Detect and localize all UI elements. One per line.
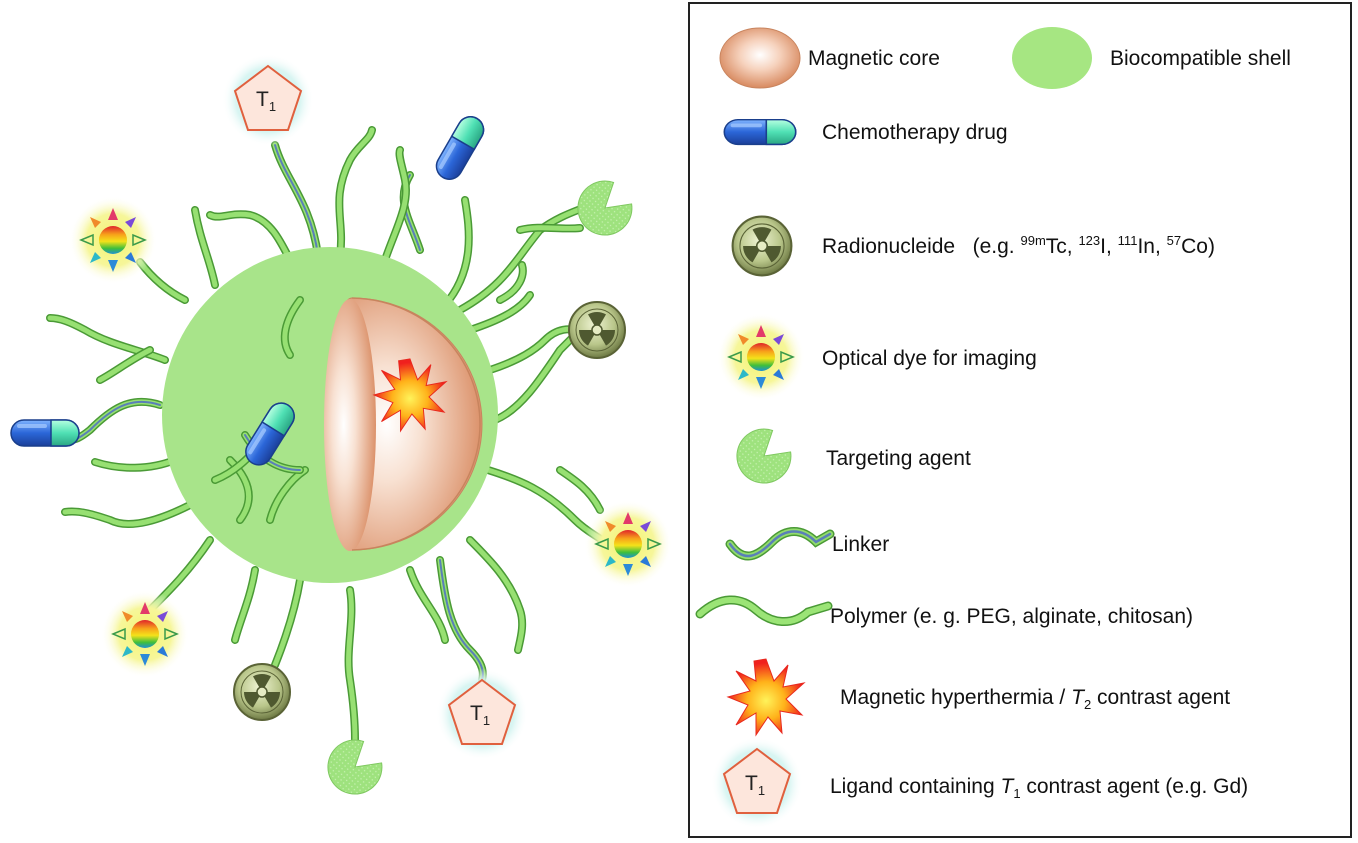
polymer-chain bbox=[485, 467, 605, 543]
svg-text:T1: T1 bbox=[470, 702, 490, 728]
legend-label-radionucleide: Radionucleide (e.g. 99mTc, 123I, 111In, … bbox=[822, 233, 1215, 258]
polymer-chain bbox=[282, 297, 303, 358]
polymer-chain bbox=[272, 577, 303, 668]
polymer-chain bbox=[407, 567, 448, 643]
targeting-agent-icon bbox=[566, 172, 641, 247]
optical-dye-icon bbox=[100, 589, 190, 679]
t1-ligand-icon: T1 bbox=[435, 667, 529, 761]
polymer-chain bbox=[487, 326, 583, 373]
t1-ligand-icon: T1 bbox=[221, 53, 315, 147]
t1-ligand-icon: T1 bbox=[710, 736, 804, 830]
linker-icon bbox=[725, 527, 835, 561]
polymer-icon bbox=[695, 595, 833, 626]
nanoparticle-diagram: T1 T1 bbox=[10, 53, 673, 806]
svg-text:T1: T1 bbox=[745, 772, 765, 798]
hyperthermia-icon bbox=[727, 658, 805, 736]
legend-label-linker: Linker bbox=[832, 533, 890, 556]
polymer-chain bbox=[442, 197, 472, 308]
targeting-agent-icon bbox=[725, 420, 800, 495]
polymer-chain bbox=[192, 207, 218, 288]
polymer-chain bbox=[457, 202, 593, 313]
chemotherapy-drug-icon bbox=[723, 118, 797, 146]
polymer-chain bbox=[382, 147, 409, 263]
polymer-chain bbox=[336, 127, 375, 258]
legend-panel: Magnetic core Biocompatible shell Chemot… bbox=[688, 2, 1352, 838]
linker-core bbox=[274, 144, 319, 256]
polymer-chain bbox=[232, 567, 258, 643]
chemotherapy-drug-icon bbox=[430, 111, 490, 185]
polymer-chain bbox=[92, 457, 178, 471]
polymer-chain bbox=[207, 211, 293, 263]
polymer-chain bbox=[467, 537, 525, 653]
svg-text:T1: T1 bbox=[256, 88, 276, 114]
legend-label-targeting-agent: Targeting agent bbox=[826, 447, 971, 470]
optical-dye-icon bbox=[583, 499, 673, 589]
optical-dye-icon bbox=[716, 312, 806, 402]
optical-dye-icon bbox=[68, 195, 158, 285]
radionucleide-icon bbox=[233, 663, 291, 721]
magnetic-core-icon bbox=[719, 27, 801, 89]
targeting-agent-icon bbox=[316, 731, 391, 806]
radionucleide-icon bbox=[731, 215, 793, 277]
polymer-chain bbox=[62, 502, 193, 527]
legend-label-optical-dye: Optical dye for imaging bbox=[822, 347, 1037, 370]
polymer-chain bbox=[456, 201, 594, 314]
legend-label-chemotherapy-drug: Chemotherapy drug bbox=[822, 121, 1008, 144]
legend-label-hyperthermia: Magnetic hyperthermia / T2 contrast agen… bbox=[840, 686, 1231, 713]
radionucleide-icon bbox=[568, 301, 626, 359]
legend-label-biocompatible-shell: Biocompatible shell bbox=[1110, 47, 1291, 70]
legend-label-polymer: Polymer (e. g. PEG, alginate, chitosan) bbox=[830, 605, 1193, 628]
legend-label-ligand: Ligand containing T1 contrast agent (e.g… bbox=[830, 775, 1249, 802]
polymer-chain bbox=[517, 225, 583, 233]
polymer-chain bbox=[557, 467, 603, 513]
legend-label-magnetic-core: Magnetic core bbox=[808, 47, 940, 70]
polymer-chain bbox=[97, 347, 153, 383]
chemotherapy-drug-icon bbox=[10, 419, 80, 447]
biocompatible-shell-icon bbox=[1012, 27, 1092, 89]
polymer-chain bbox=[467, 292, 533, 333]
linker bbox=[436, 556, 487, 684]
polymer-chain bbox=[497, 262, 526, 303]
polymer-chain bbox=[346, 587, 358, 743]
